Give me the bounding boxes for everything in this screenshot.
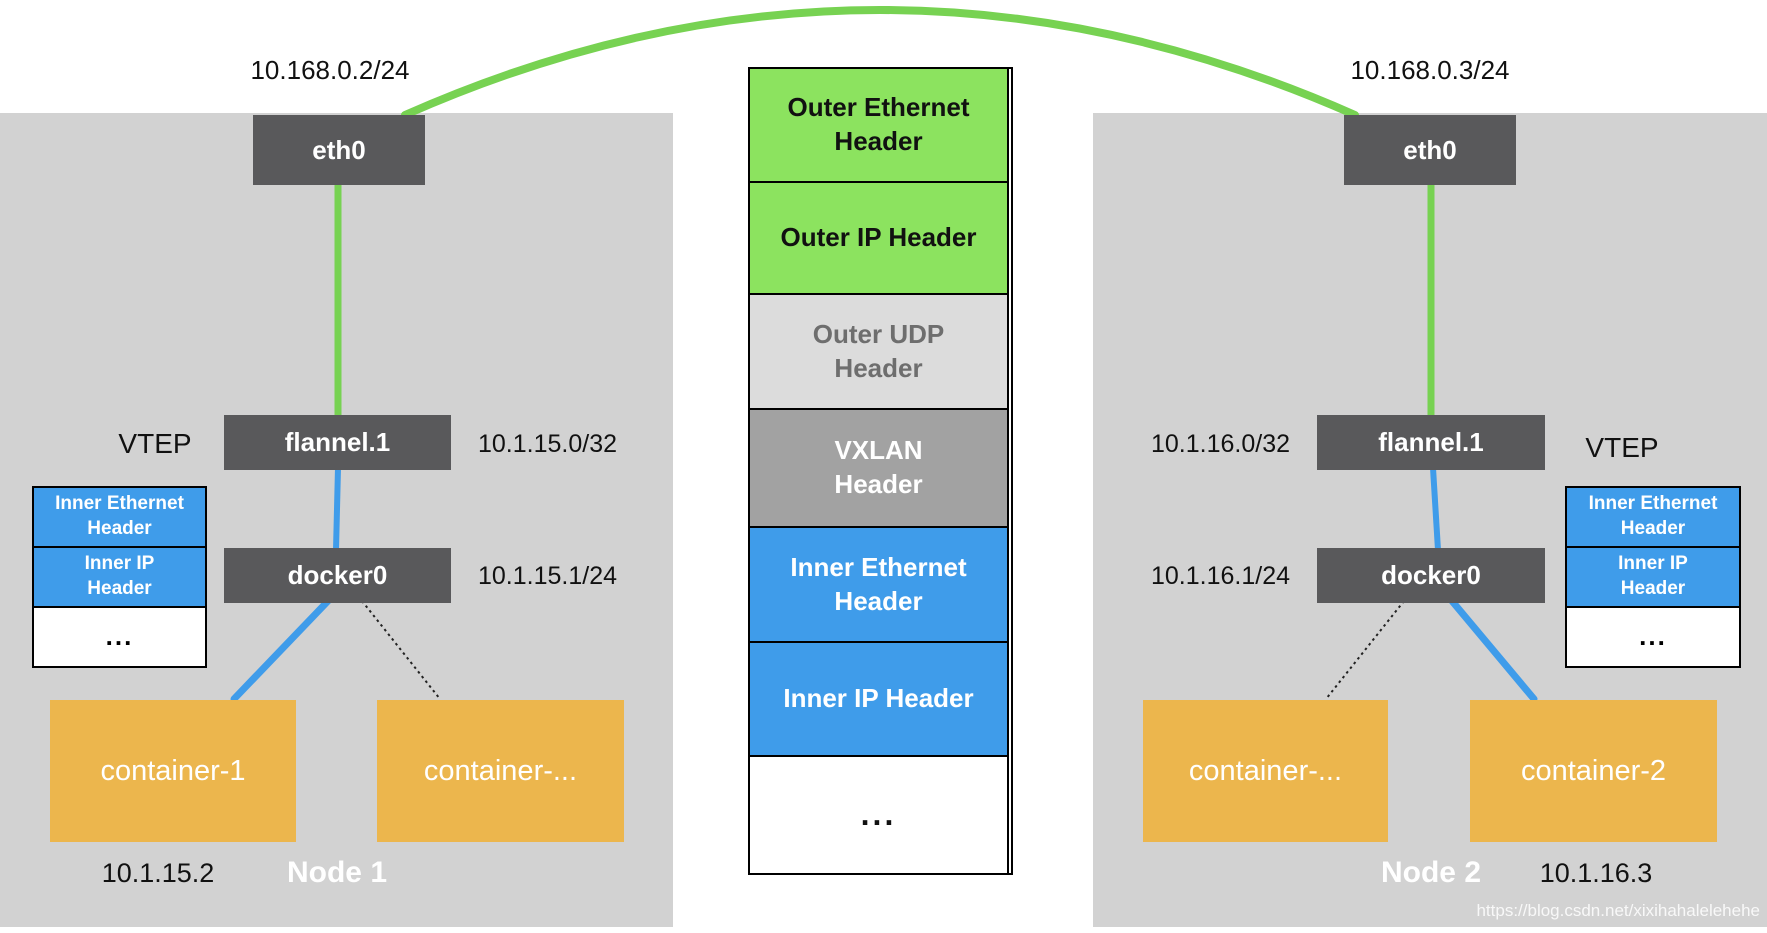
inner-ethernet-header-segment: Inner Ethernet Header xyxy=(748,528,1009,643)
node1-eth0-box: eth0 xyxy=(253,115,425,185)
node1-eth0-ip-label: 10.168.0.2/24 xyxy=(250,55,410,85)
inner-ip-header-cell: Inner IP Header xyxy=(34,548,205,608)
node2-container-2-box: container-2 xyxy=(1470,700,1717,842)
node1-container-n-box: container-... xyxy=(377,700,624,842)
node1-title: Node 1 xyxy=(286,856,388,889)
eth0-to-eth0-underlay-link xyxy=(401,6,1359,119)
node1-container1-ip-label: 10.1.15.2 xyxy=(101,858,215,888)
inner-ip-header-cell: Inner IP Header xyxy=(1567,548,1739,608)
payload-ellipsis-segment: ... xyxy=(748,757,1009,873)
vxlan-packet-structure: Outer Ethernet Header Outer IP Header Ou… xyxy=(748,67,1013,875)
inner-payload-ellipsis-cell: ... xyxy=(34,608,205,666)
node2-container-n-box: container-... xyxy=(1143,700,1388,842)
node2-docker0-ip-label: 10.1.16.1/24 xyxy=(1150,562,1290,590)
node1-vtep-label: VTEP xyxy=(118,428,192,459)
node1-flannel1-box: flannel.1 xyxy=(224,415,451,470)
node2-flannel-docker-link xyxy=(1430,467,1441,551)
node2-docker0-box: docker0 xyxy=(1317,548,1545,603)
node2-eth0-box: eth0 xyxy=(1344,115,1516,185)
inner-ip-header-segment: Inner IP Header xyxy=(748,643,1009,757)
node1-container-1-box: container-1 xyxy=(50,700,296,842)
node2-container2-ip-label: 10.1.16.3 xyxy=(1539,858,1653,888)
node2-docker-container2-link xyxy=(1448,597,1538,703)
inner-ethernet-header-cell: Inner Ethernet Header xyxy=(1567,488,1739,548)
node2-eth0-ip-label: 10.168.0.3/24 xyxy=(1350,55,1510,85)
inner-ethernet-header-cell: Inner Ethernet Header xyxy=(34,488,205,548)
node2-flannel1-box: flannel.1 xyxy=(1317,415,1545,470)
vxlan-header-segment: VXLAN Header xyxy=(748,410,1009,528)
node2-vtep-label: VTEP xyxy=(1585,432,1659,463)
node2-inner-packet-stack: Inner Ethernet Header Inner IP Header ..… xyxy=(1565,486,1741,668)
node1-docker0-box: docker0 xyxy=(224,548,451,603)
node1-docker-container1-link xyxy=(230,597,332,703)
node2-title: Node 2 xyxy=(1380,856,1482,889)
node2-flannel1-ip-label: 10.1.16.0/32 xyxy=(1150,430,1290,458)
node1-flannel-docker-link xyxy=(333,467,341,551)
node2-docker-containerN-dotted-link xyxy=(1325,600,1405,700)
node1-docker0-ip-label: 10.1.15.1/24 xyxy=(478,562,618,590)
outer-udp-header-segment: Outer UDP Header xyxy=(748,295,1009,410)
outer-ethernet-header-segment: Outer Ethernet Header xyxy=(748,69,1009,183)
outer-ip-header-segment: Outer IP Header xyxy=(748,183,1009,295)
node1-flannel1-ip-label: 10.1.15.0/32 xyxy=(478,430,618,458)
csdn-watermark: https://blog.csdn.net/xixihahalelehehe xyxy=(1476,901,1760,920)
inner-payload-ellipsis-cell: ... xyxy=(1567,608,1739,666)
node1-docker-containerN-dotted-link xyxy=(361,600,441,700)
node1-inner-packet-stack: Inner Ethernet Header Inner IP Header ..… xyxy=(32,486,207,668)
